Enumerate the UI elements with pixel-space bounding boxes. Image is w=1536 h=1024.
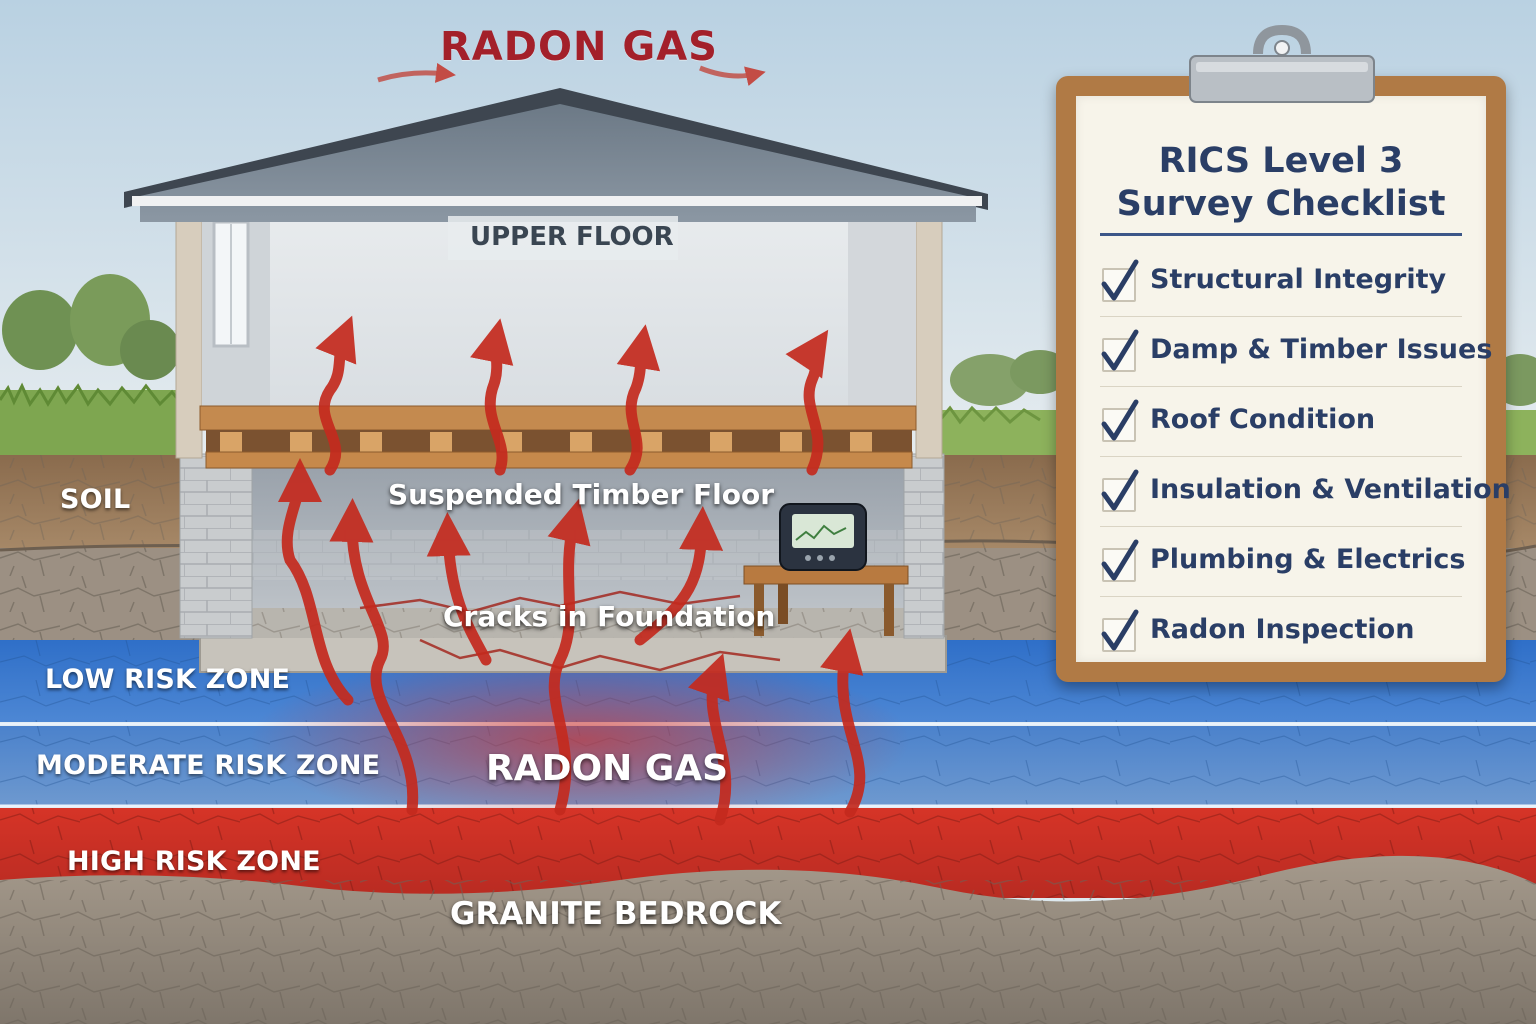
checklist-item: Plumbing & Electrics <box>1100 526 1466 597</box>
checkmark-icon <box>1101 469 1139 511</box>
checklist-item-label: Radon Inspection <box>1150 614 1415 645</box>
upper-floor-plate <box>448 216 678 260</box>
upper-floor-label: UPPER FLOOR <box>470 222 674 252</box>
soil-label: SOIL <box>60 484 131 515</box>
title-swoosh-left <box>377 62 456 83</box>
survey-checklist-clipboard: RICS Level 3 Survey Checklist Structural… <box>1056 76 1511 682</box>
radon-arrows <box>277 315 866 826</box>
radon-gas-label: RADON GAS <box>486 748 729 789</box>
title-swoosh-right <box>699 65 766 86</box>
soffit <box>132 196 982 206</box>
checklist-item-label: Insulation & Ventilation <box>1150 474 1511 505</box>
checklist-title: RICS Level 3 Survey Checklist <box>1076 140 1486 226</box>
timber-floor-deck <box>199 405 917 431</box>
granite-bedrock-label: GRANITE BEDROCK <box>450 896 782 932</box>
checklist-item: Roof Condition <box>1100 386 1462 457</box>
checklist-item: Structural Integrity <box>1100 246 1462 317</box>
right-block-wall <box>903 453 945 639</box>
checkmark-icon <box>1101 539 1139 581</box>
checklist-title-line1: RICS Level 3 <box>1158 141 1404 181</box>
checklist-item: Damp & Timber Issues <box>1100 316 1492 387</box>
suspended-floor-label: Suspended Timber Floor <box>388 478 775 511</box>
checklist-paper: RICS Level 3 Survey Checklist Structural… <box>1076 96 1511 662</box>
checkmark-icon <box>1101 399 1139 441</box>
diagram-title: RADON GAS <box>440 24 718 70</box>
checklist-divider <box>1100 233 1462 236</box>
radon-monitor-device <box>779 503 867 571</box>
clipboard-clip-icon <box>1189 24 1375 103</box>
low-risk-zone-label: LOW RISK ZONE <box>45 664 291 695</box>
checklist-item-label: Roof Condition <box>1150 404 1376 435</box>
moderate-risk-zone-label: MODERATE RISK ZONE <box>36 750 381 781</box>
left-stone-wall <box>175 195 203 459</box>
checklist-title-line2: Survey Checklist <box>1116 184 1446 224</box>
radon-monitor-table <box>743 565 909 636</box>
foundation-cracks-label: Cracks in Foundation <box>443 600 776 633</box>
foundation-slab <box>199 635 947 673</box>
high-risk-zone-label: HIGH RISK ZONE <box>67 846 321 877</box>
checklist-item-label: Structural Integrity <box>1150 264 1447 295</box>
checklist-item: Radon Inspection <box>1100 596 1462 666</box>
checklist-item-label: Damp & Timber Issues <box>1150 334 1493 365</box>
left-block-wall <box>179 453 253 639</box>
checkmark-icon <box>1101 609 1139 651</box>
checkmark-icon <box>1101 259 1139 301</box>
right-stone-wall <box>915 195 943 459</box>
checklist-item-label: Plumbing & Electrics <box>1150 544 1466 575</box>
checklist-item: Insulation & Ventilation <box>1100 456 1511 527</box>
checkmark-icon <box>1101 329 1139 371</box>
